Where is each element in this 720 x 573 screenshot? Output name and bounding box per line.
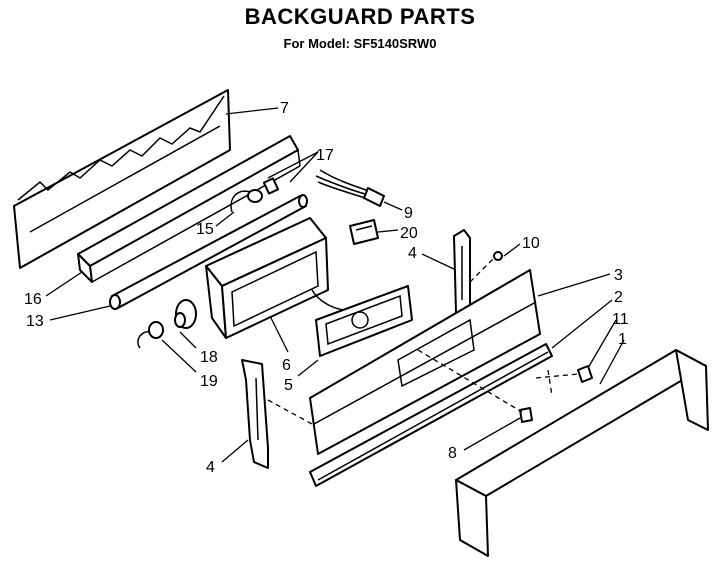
callout-8: 8	[448, 445, 457, 462]
callout-20: 20	[400, 225, 418, 242]
part-15-lamp-holder	[230, 189, 263, 213]
callout-6: 6	[282, 357, 291, 374]
part-13-fluorescent-tube	[109, 194, 308, 310]
callout-11: 11	[612, 311, 629, 328]
part-11-screw	[577, 365, 593, 383]
callout-4-lower: 4	[206, 459, 215, 476]
part-4-lower-end-bracket	[241, 359, 269, 469]
callout-1: 1	[618, 331, 627, 348]
callout-19: 19	[200, 373, 218, 390]
part-10-screw	[493, 251, 503, 261]
callout-13: 13	[26, 313, 44, 330]
callout-3: 3	[614, 267, 623, 284]
part-18-socket	[174, 299, 197, 329]
callout-7: 7	[280, 100, 289, 117]
part-6-lamp-box	[205, 217, 329, 339]
part-17-clip	[262, 177, 280, 195]
part-2-trim-strip	[309, 343, 553, 487]
callout-5: 5	[284, 377, 293, 394]
diagram-title: BACKGUARD PARTS	[244, 4, 476, 29]
part-1-end-cap	[455, 349, 709, 557]
callout-18: 18	[200, 349, 218, 366]
model-subtitle: For Model: SF5140SRW0	[283, 36, 437, 51]
part-3-control-panel	[309, 269, 541, 455]
callout-17: 17	[316, 147, 334, 164]
callout-4-upper: 4	[408, 245, 417, 262]
part-8-knob	[519, 407, 533, 423]
callout-15: 15	[196, 221, 214, 238]
part-5-control-bracket	[311, 285, 413, 357]
callout-labels: 7 17 15 9 20 10 4 3 2 11 1 16 13 18 19 6…	[24, 100, 629, 476]
assembly-lines	[267, 257, 579, 425]
part-19-spring-clip	[137, 321, 164, 349]
callout-9: 9	[404, 205, 413, 222]
callout-16: 16	[24, 291, 42, 308]
leader-lines	[45, 107, 625, 463]
part-7-rear-panel	[13, 89, 231, 269]
callout-2: 2	[614, 289, 623, 306]
part-9-wire-harness	[315, 169, 385, 207]
callout-10: 10	[522, 235, 540, 252]
part-20-switch-block	[349, 219, 379, 245]
